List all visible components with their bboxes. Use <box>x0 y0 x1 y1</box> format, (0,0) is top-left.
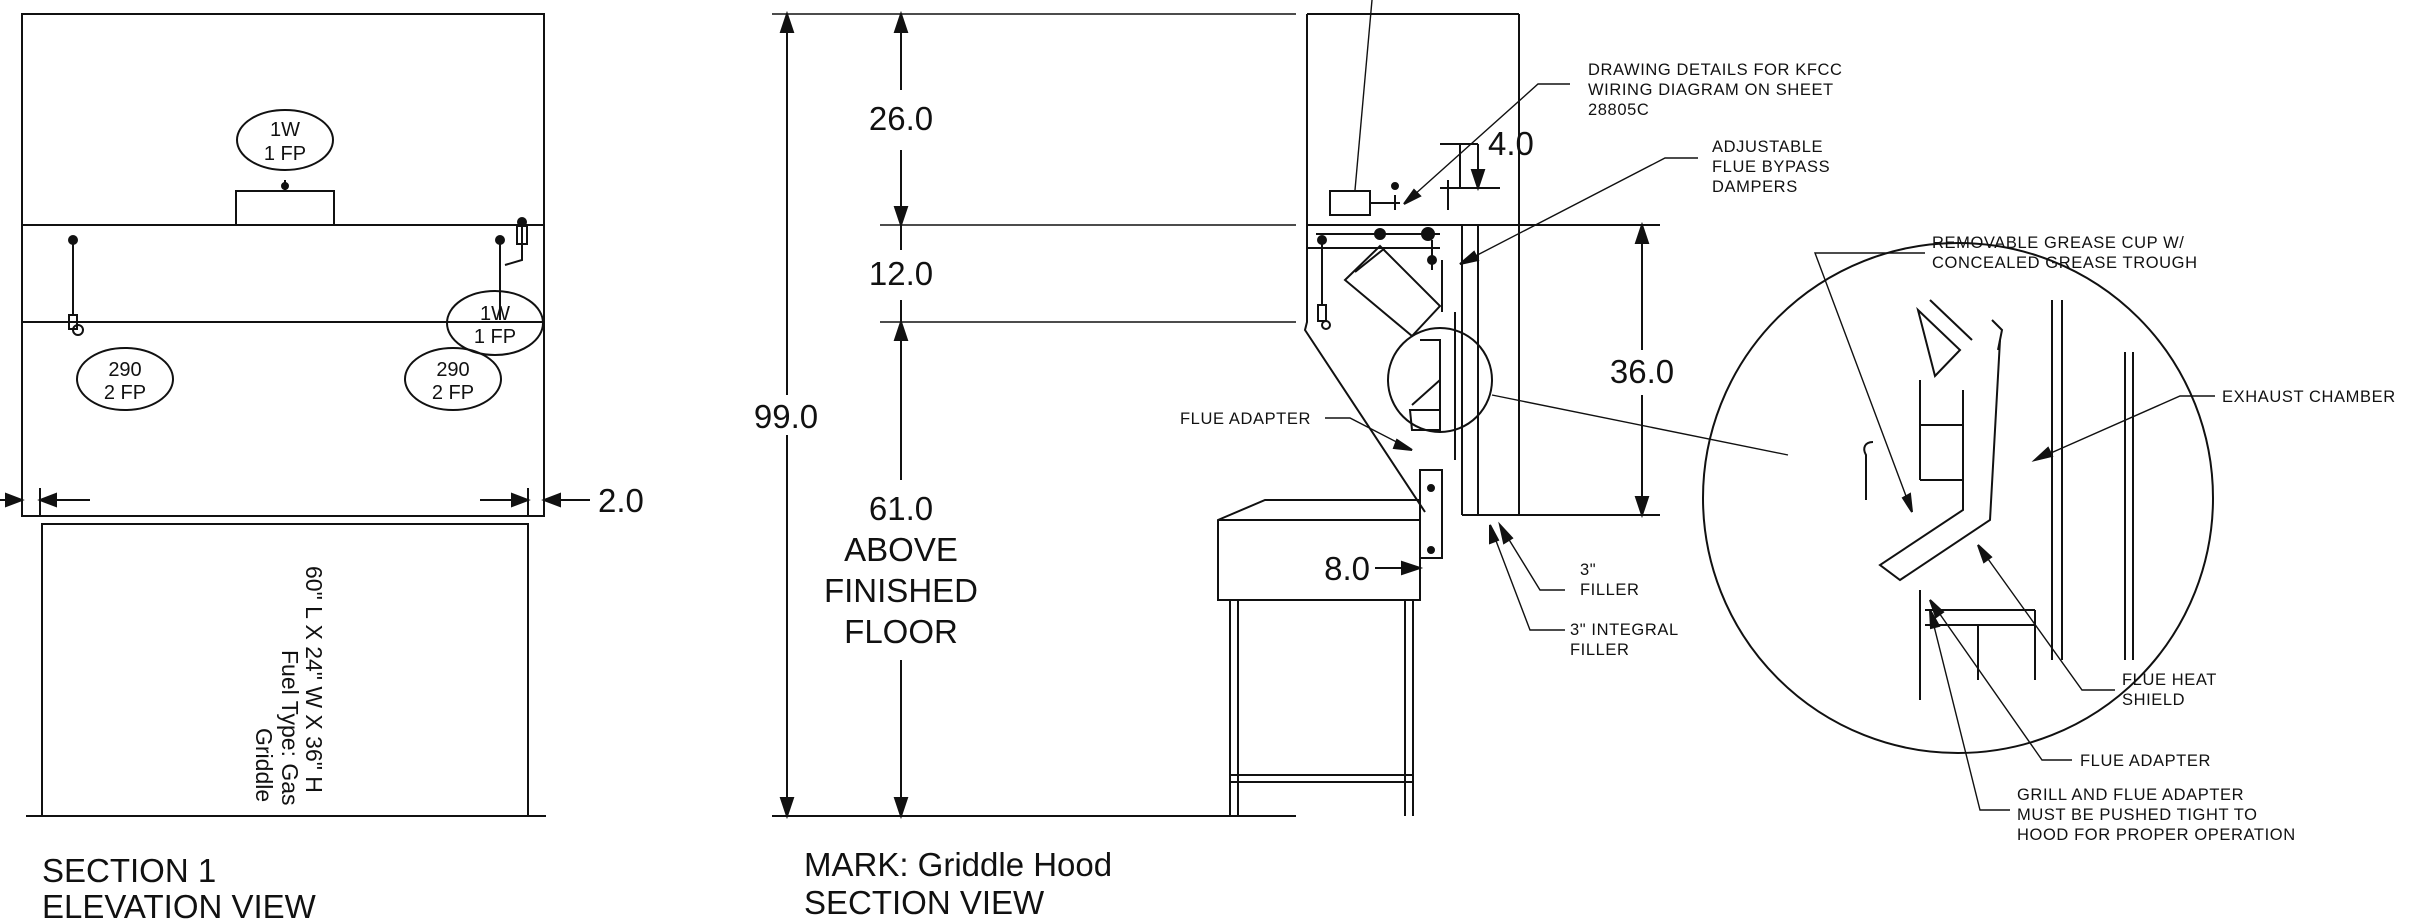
tag-right-290-line2: 2 FP <box>432 382 474 404</box>
elevation-title-1: SECTION 1 <box>42 852 216 889</box>
dim-floor-line2: ABOVE <box>844 531 958 568</box>
dim-top-value: 26.0 <box>869 100 933 137</box>
note-dampers-3: DAMPERS <box>1712 178 1798 196</box>
hood-outline <box>21 13 545 517</box>
fire-suppression-box <box>235 190 335 226</box>
note-kfcc-3: 28805C <box>1588 101 1649 119</box>
tag-ellipse-right <box>446 290 544 356</box>
dim-floor-line4: FLOOR <box>844 613 958 650</box>
dim-floor-line1: 61.0 <box>869 490 933 527</box>
tag-left-290-line2: 2 FP <box>104 382 146 404</box>
note-grill-3: HOOD FOR PROPER OPERATION <box>2017 826 2296 844</box>
griddle-section <box>1217 499 1421 816</box>
note-kfcc-1: DRAWING DETAILS FOR KFCC <box>1588 61 1843 79</box>
nozzle-top <box>281 180 289 191</box>
appliance-label-3: Griddle <box>251 728 277 802</box>
nozzle-right <box>495 217 528 320</box>
tag-left-290-line1: 290 <box>108 359 141 381</box>
tag-right-line1: 1W <box>480 303 510 325</box>
tag-top-line1: 1W <box>270 119 300 141</box>
dim-8 <box>1375 560 1424 576</box>
tag-ellipse-right-290 <box>404 347 502 411</box>
note-kfcc-2: WIRING DIAGRAM ON SHEET <box>1588 81 1834 99</box>
note-dampers-1: ADJUSTABLE <box>1712 138 1823 156</box>
note-detail-flue-adapter: FLUE ADAPTER <box>2080 752 2211 770</box>
note-grease-cup-1: REMOVABLE GREASE CUP W/ <box>1932 234 2185 252</box>
section-title-1: MARK: Griddle Hood <box>804 846 1112 883</box>
section-title-2: SECTION VIEW <box>804 884 1045 921</box>
note-filler-2: FILLER <box>1580 581 1640 599</box>
section-view: 99.0 26.0 12.0 61.0 ABOVE FINISHED FLOOR <box>752 0 1843 921</box>
detail-circle <box>1702 242 2214 754</box>
dim-4 <box>1440 143 1500 192</box>
dim-26 <box>893 10 909 229</box>
dim-offset-value: 4.0 <box>1488 125 1534 162</box>
tag-right-290-line1: 290 <box>436 359 469 381</box>
tag-ellipse-left-290 <box>76 347 174 411</box>
appliance-label-2: Fuel Type: Gas <box>277 650 303 806</box>
section-leaders <box>1325 0 1698 631</box>
dim-36 <box>1519 221 1660 519</box>
detail-leaders <box>1813 252 2215 811</box>
overhang-dim-value: 2.0 <box>598 482 644 519</box>
note-exhaust: EXHAUST CHAMBER <box>2222 388 2396 406</box>
note-integral-filler-1: 3" INTEGRAL <box>1570 621 1679 639</box>
dim-99 <box>752 10 824 820</box>
detail-view: REMOVABLE GREASE CUP W/ CONCEALED GREASE… <box>1702 234 2396 844</box>
dim-setback-value: 8.0 <box>1324 550 1370 587</box>
dim-61 <box>893 318 909 820</box>
appliance-label-1: 60" L X 24" W X 36" H <box>301 566 327 793</box>
detail-callout-circle <box>1387 327 1493 433</box>
nozzle-left <box>68 235 84 336</box>
dim-floor-line3: FINISHED <box>824 572 978 609</box>
note-filler-1: 3" <box>1580 561 1596 579</box>
note-flue-adapter: FLUE ADAPTER <box>1180 410 1311 428</box>
detail-internals <box>1863 299 2134 700</box>
dim-middle-value: 12.0 <box>869 255 933 292</box>
elevation-title-2: ELEVATION VIEW <box>42 888 317 923</box>
note-grease-cup-2: CONCEALED GREASE TROUGH <box>1932 254 2198 272</box>
dim-hood-height-value: 36.0 <box>1610 353 1674 390</box>
note-grill-2: MUST BE PUSHED TIGHT TO <box>2017 806 2258 824</box>
note-heat-shield-1: FLUE HEAT <box>2122 671 2217 689</box>
note-grill-1: GRILL AND FLUE ADAPTER <box>2017 786 2244 804</box>
note-dampers-2: FLUE BYPASS <box>1712 158 1830 176</box>
overhang-dimension <box>0 488 590 516</box>
tag-top-line2: 1 FP <box>264 143 306 165</box>
tag-right-line2: 1 FP <box>474 326 516 348</box>
elevation-view: 1W 1 FP 1W 1 FP 290 2 FP 290 2 FP 2.0 60… <box>0 13 644 923</box>
note-heat-shield-2: SHIELD <box>2122 691 2185 709</box>
note-integral-filler-2: FILLER <box>1570 641 1630 659</box>
tag-ellipse-top <box>236 109 334 171</box>
dim-total-value: 99.0 <box>754 398 818 435</box>
hood-section-body <box>1303 13 1520 559</box>
